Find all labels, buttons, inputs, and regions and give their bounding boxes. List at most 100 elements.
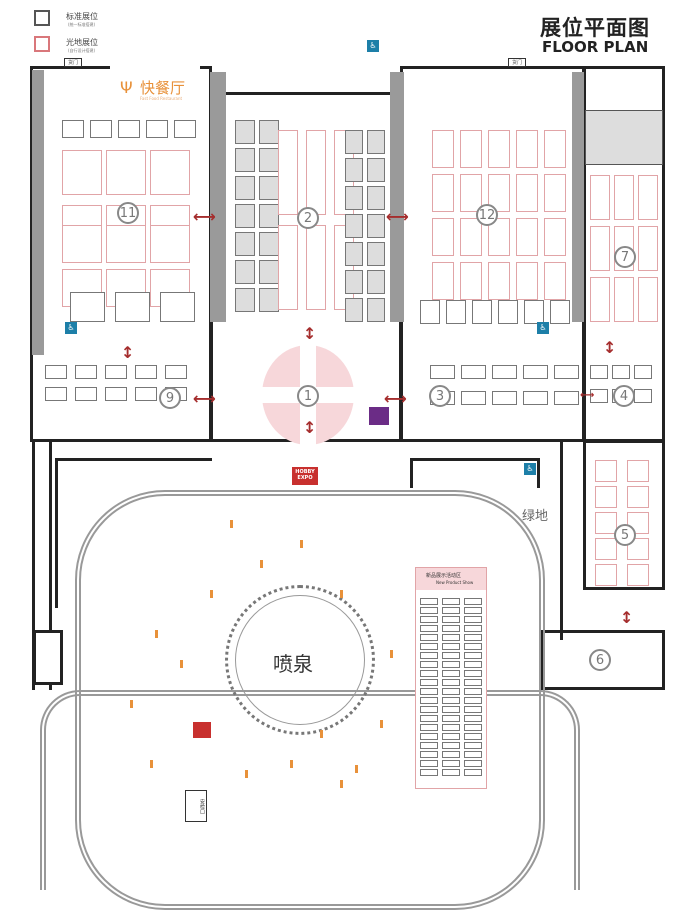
booth[interactable] (464, 733, 482, 740)
booth[interactable] (464, 643, 482, 650)
booth[interactable] (235, 260, 255, 284)
booth[interactable] (367, 130, 385, 154)
booth[interactable] (464, 751, 482, 758)
booth[interactable] (488, 174, 510, 212)
hall-3-marker[interactable]: 3 (429, 385, 451, 407)
booth[interactable] (488, 218, 510, 256)
booth[interactable] (420, 751, 438, 758)
booth[interactable] (464, 616, 482, 623)
booth[interactable] (516, 130, 538, 168)
booth[interactable] (420, 769, 438, 776)
booth[interactable] (62, 150, 102, 195)
booth[interactable] (464, 742, 482, 749)
booth[interactable] (135, 365, 157, 379)
booth[interactable] (612, 365, 630, 379)
booth[interactable] (595, 460, 617, 482)
booth[interactable] (472, 300, 492, 324)
booth[interactable] (420, 724, 438, 731)
booth[interactable] (420, 643, 438, 650)
restaurant[interactable]: Ψ 快餐厅 Fast Food Restaurant (110, 66, 200, 111)
booth[interactable] (544, 218, 566, 256)
hall-4-marker[interactable]: 4 (613, 385, 635, 407)
booth[interactable] (464, 607, 482, 614)
booth[interactable] (62, 120, 84, 138)
hall-5-marker[interactable]: 5 (614, 524, 636, 546)
booth[interactable] (590, 277, 610, 322)
booth[interactable] (461, 365, 486, 379)
hall-6-marker[interactable]: 6 (589, 649, 611, 671)
booth[interactable] (550, 300, 570, 324)
booth[interactable] (105, 365, 127, 379)
booth[interactable] (420, 679, 438, 686)
booth[interactable] (442, 706, 460, 713)
booth[interactable] (420, 715, 438, 722)
booth[interactable] (420, 616, 438, 623)
booth[interactable] (345, 186, 363, 210)
booth[interactable] (614, 175, 634, 220)
booth[interactable] (235, 232, 255, 256)
booth[interactable] (105, 387, 127, 401)
booth[interactable] (464, 625, 482, 632)
booth[interactable] (460, 262, 482, 300)
booth[interactable] (516, 174, 538, 212)
booth[interactable] (464, 715, 482, 722)
booth[interactable] (460, 218, 482, 256)
booth[interactable] (150, 150, 190, 195)
booth[interactable] (595, 512, 617, 534)
booth[interactable] (420, 697, 438, 704)
hall-12-marker[interactable]: 12 (476, 204, 498, 226)
booth[interactable] (464, 697, 482, 704)
booth[interactable] (420, 733, 438, 740)
booth[interactable] (75, 387, 97, 401)
booth[interactable] (461, 391, 486, 405)
booth[interactable] (627, 460, 649, 482)
booth[interactable] (442, 661, 460, 668)
booth[interactable] (432, 262, 454, 300)
booth[interactable] (595, 538, 617, 560)
booth[interactable] (627, 564, 649, 586)
booth[interactable] (118, 120, 140, 138)
booth[interactable] (516, 262, 538, 300)
hall-11-marker[interactable]: 11 (117, 202, 139, 224)
booth[interactable] (498, 300, 518, 324)
booth[interactable] (634, 389, 652, 403)
booth[interactable] (259, 120, 279, 144)
booth[interactable] (345, 298, 363, 322)
booth[interactable] (442, 697, 460, 704)
booth[interactable] (306, 130, 326, 215)
booth[interactable] (464, 679, 482, 686)
booth[interactable] (442, 679, 460, 686)
booth[interactable] (259, 232, 279, 256)
booth[interactable] (460, 130, 482, 168)
booth[interactable] (446, 300, 466, 324)
booth[interactable] (235, 120, 255, 144)
booth[interactable] (259, 148, 279, 172)
booth[interactable] (420, 634, 438, 641)
booth[interactable] (70, 292, 105, 322)
booth[interactable] (235, 176, 255, 200)
booth[interactable] (595, 486, 617, 508)
booth[interactable] (442, 715, 460, 722)
booth[interactable] (544, 174, 566, 212)
booth[interactable] (492, 391, 517, 405)
hall-9-marker[interactable]: 9 (159, 387, 181, 409)
booth[interactable] (345, 158, 363, 182)
booth[interactable] (160, 292, 195, 322)
booth[interactable] (488, 130, 510, 168)
booth[interactable] (420, 688, 438, 695)
booth[interactable] (544, 130, 566, 168)
booth[interactable] (442, 625, 460, 632)
booth[interactable] (420, 607, 438, 614)
booth[interactable] (235, 288, 255, 312)
booth[interactable] (614, 277, 634, 322)
booth[interactable] (516, 218, 538, 256)
booth[interactable] (345, 130, 363, 154)
booth[interactable] (523, 365, 548, 379)
booth[interactable] (430, 365, 455, 379)
booth[interactable] (544, 262, 566, 300)
booth[interactable] (638, 175, 658, 220)
booth[interactable] (442, 742, 460, 749)
booth[interactable] (627, 486, 649, 508)
booth[interactable] (590, 365, 608, 379)
booth[interactable] (590, 389, 608, 403)
